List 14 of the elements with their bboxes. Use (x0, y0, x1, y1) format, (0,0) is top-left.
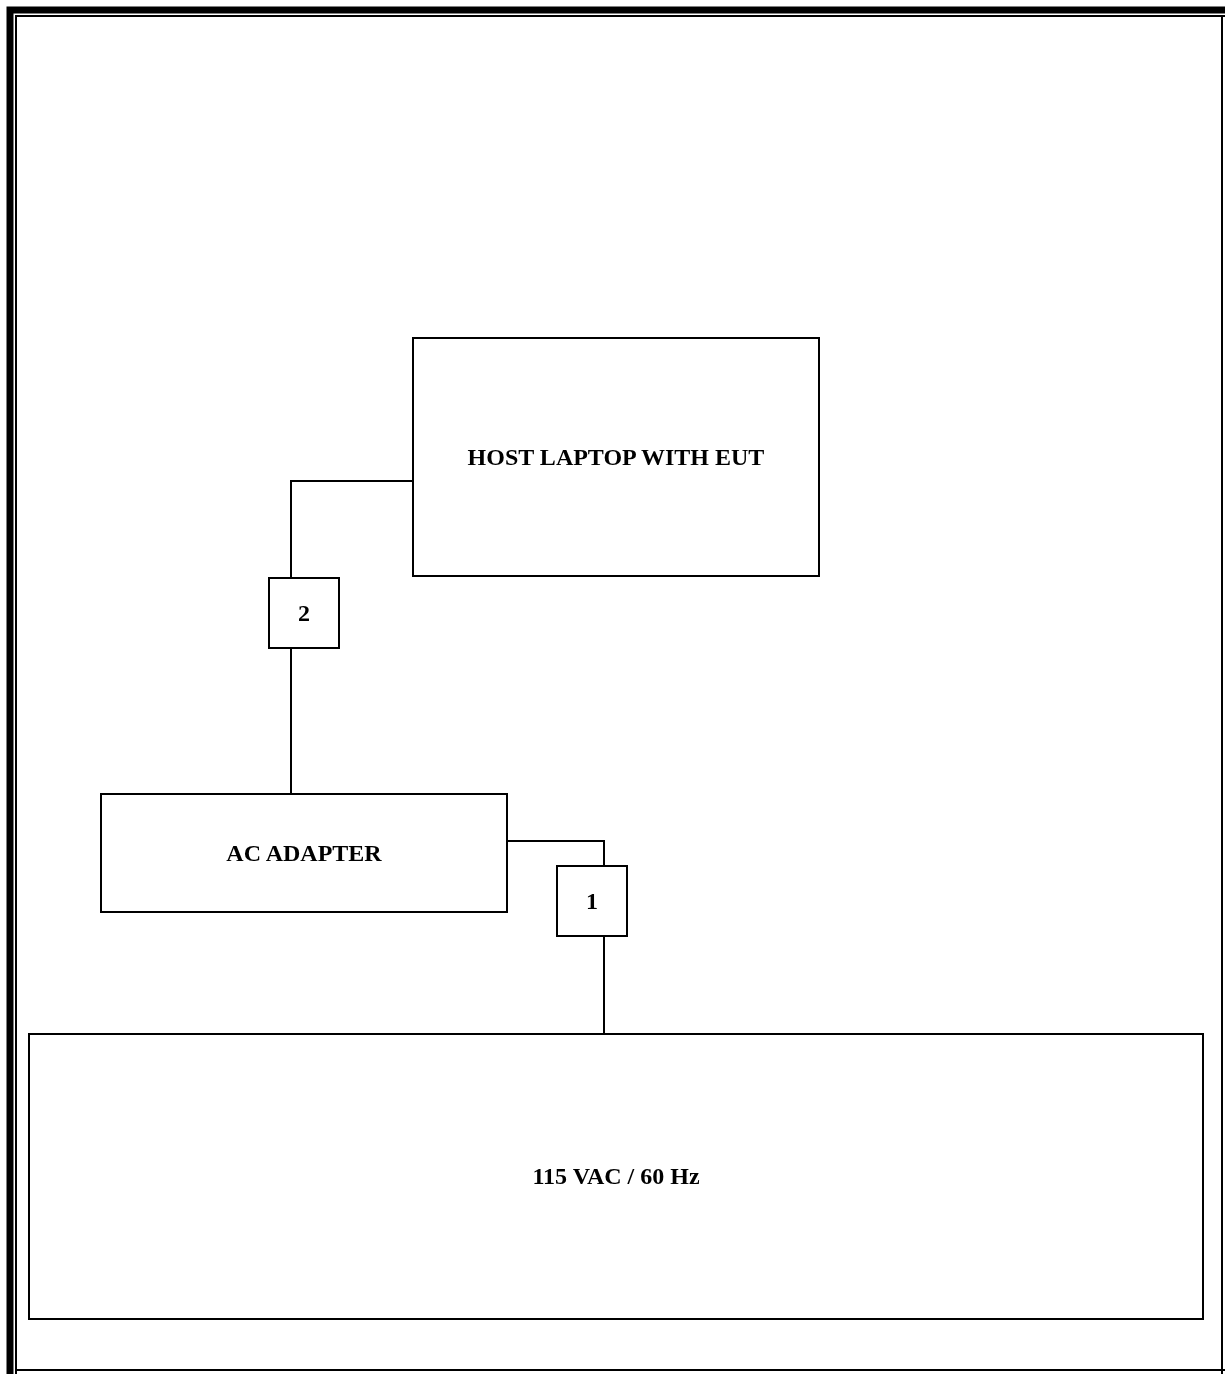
cable-line (507, 840, 605, 866)
cable-number-box (268, 577, 340, 649)
cable-number-box (556, 865, 628, 937)
cable-line (603, 936, 605, 1034)
device-label: AC ADAPTER (226, 839, 382, 867)
device-box (412, 337, 820, 577)
cable-number: 2 (298, 599, 310, 627)
power-source-box (28, 1033, 1204, 1320)
device-label: 115 VAC / 60 Hz (532, 1163, 700, 1190)
cable-line (290, 648, 292, 794)
device-box (100, 793, 508, 913)
device-label: HOST LAPTOP WITH EUT (467, 443, 765, 471)
cable-line (290, 480, 413, 578)
cable-number: 1 (586, 887, 598, 915)
